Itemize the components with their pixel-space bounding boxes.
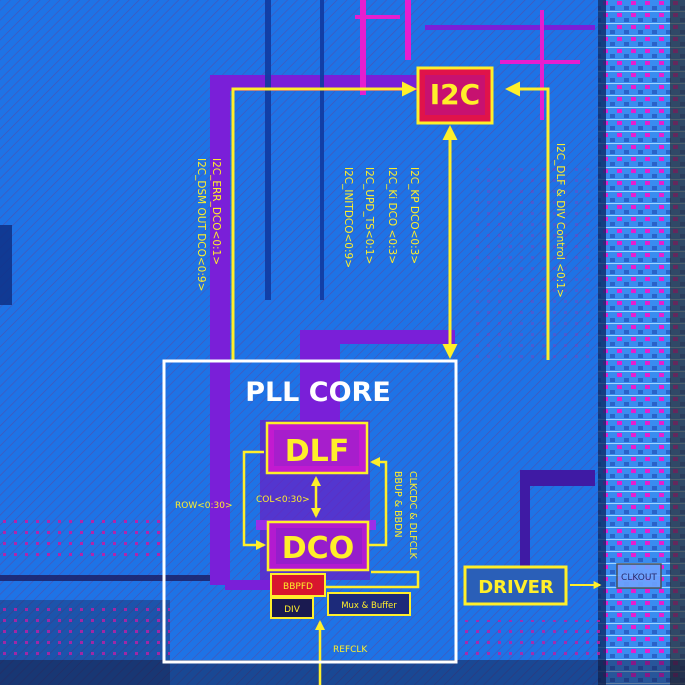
dlf-label: DLF (285, 434, 350, 469)
row-label: ROW<0:30> (175, 501, 233, 511)
clkout-pad: CLKOUT (617, 564, 661, 588)
bbpfd-label: BBPFD (283, 582, 313, 592)
mux-buffer-block: Mux & Buffer (328, 593, 410, 615)
via-array-left (0, 520, 165, 560)
dlf-block: DLF (267, 423, 367, 473)
refclk-label: REFCLK (333, 645, 368, 655)
i2c-label: I2C (430, 78, 480, 111)
mux-buffer-label: Mux & Buffer (341, 601, 397, 611)
i2c-block: I2C (418, 68, 492, 123)
i2c-dsm-out-dco-label: I2C_DSM OUT DCO<0:9> (195, 158, 207, 291)
i2c-dlf-div-label: I2C_DLF & DIV Control <0:1> (554, 143, 566, 298)
driver-label: DRIVER (478, 577, 554, 598)
div-label: DIV (284, 605, 301, 615)
dco-block: DCO (268, 522, 368, 570)
clkout-label: CLKOUT (621, 573, 657, 583)
clkcdc-label: CLKCDC & DLFCLK (407, 471, 418, 560)
div-block: DIV (271, 598, 313, 618)
i2c-upd-ts-label: I2C_UPD_TS<0:1> (363, 167, 375, 264)
dco-label: DCO (282, 531, 354, 566)
driver-block: DRIVER (465, 567, 566, 604)
col-label: COL<0:30> (256, 495, 310, 505)
i2c-err-dco-label: I2C_ERR_DCO<0:1> (210, 158, 222, 265)
i2c-initdco-label: I2C_INITDCO<0:9> (342, 167, 354, 268)
pll-core-label: PLL CORE (245, 377, 391, 408)
bbpfd-block: BBPFD (271, 574, 325, 596)
i2c-kp-dco-label: I2C_KP DCO<0:3> (408, 167, 420, 264)
bbup-label: BBUP & BBDN (392, 471, 403, 538)
i2c-ki-dco-label: I2C_Ki DCO <0:3> (386, 167, 398, 264)
